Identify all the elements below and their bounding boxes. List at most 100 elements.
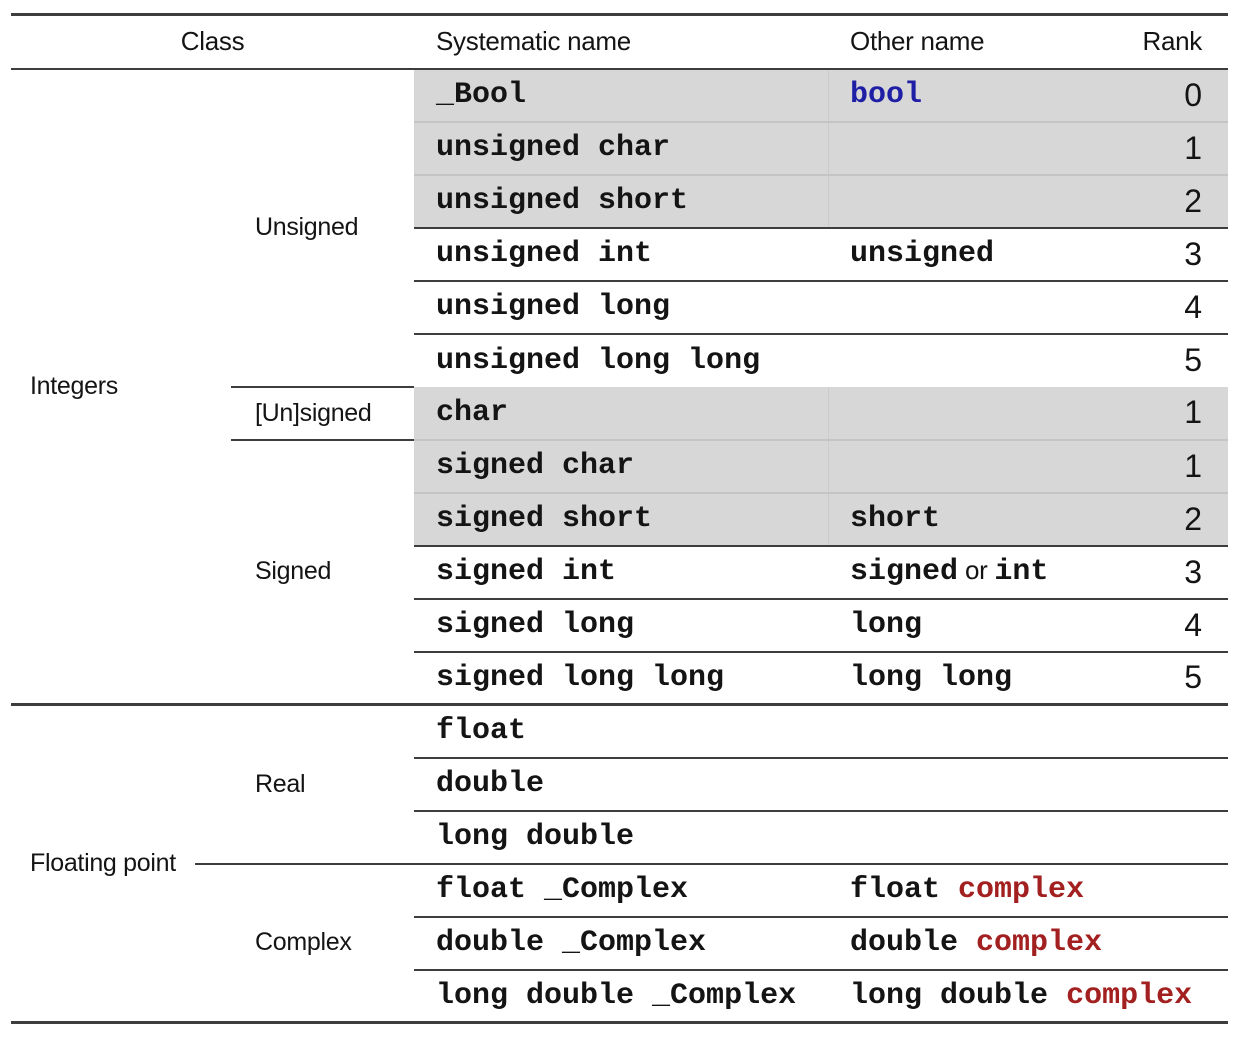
systematic-name-cell: long double bbox=[414, 810, 830, 865]
rank-cell: 3 bbox=[1099, 545, 1229, 600]
other-name-cell: short bbox=[829, 492, 1100, 547]
c-standard-types-table: Class Systematic name Other name Rank In… bbox=[11, 13, 1229, 1024]
table-row: unsigned long long 5 bbox=[11, 334, 1228, 387]
other-name-cell bbox=[829, 121, 1100, 176]
table-row: unsigned int unsigned 3 bbox=[11, 227, 1229, 282]
systematic-name-cell: double bbox=[414, 757, 830, 812]
rank-cell: 1 bbox=[1099, 439, 1229, 494]
header-row: Class Systematic name Other name Rank bbox=[11, 14, 1229, 70]
rank-cell: 4 bbox=[1099, 280, 1229, 335]
table-row: unsigned long 4 bbox=[11, 280, 1229, 335]
subclass-cell: Unsigned bbox=[231, 68, 415, 388]
other-name-cell bbox=[829, 439, 1100, 494]
other-name-cell: double complex bbox=[829, 916, 1103, 971]
other-name-cell bbox=[829, 386, 1100, 441]
code-token: complex bbox=[1066, 978, 1193, 1013]
rank-cell bbox=[1099, 863, 1229, 918]
code-token: bool bbox=[850, 78, 923, 112]
systematic-name-cell: double _Complex bbox=[414, 916, 830, 971]
systematic-name-cell: long double _Complex bbox=[436, 978, 797, 1013]
table-row: signed long long long long 5 bbox=[11, 651, 1229, 706]
table-row: signed short short 2 bbox=[11, 492, 1229, 547]
systematic-name-cell: float bbox=[414, 704, 830, 759]
column-header-other-name: Other name bbox=[829, 14, 1100, 70]
other-name-cell: signed or int bbox=[829, 545, 1100, 600]
subclass-cell: [Un]signed bbox=[231, 385, 415, 441]
rank-cell: 3 bbox=[1099, 227, 1229, 282]
systematic-name-cell: unsigned char bbox=[414, 121, 830, 176]
column-header-systematic-name: Systematic name bbox=[414, 14, 830, 70]
systematic-name-cell: unsigned int bbox=[414, 227, 830, 282]
table-row: signed long long 4 bbox=[11, 598, 1229, 653]
systematic-name-cell: char bbox=[414, 386, 830, 441]
table-row: unsigned short 2 bbox=[11, 174, 1229, 229]
c-types-table-wrap: Class Systematic name Other name Rank In… bbox=[11, 13, 1229, 1024]
class-group-cell: Floating point bbox=[11, 705, 231, 1023]
other-name-cell: long bbox=[829, 598, 1100, 653]
table-row: double bbox=[11, 757, 1229, 812]
code-token: complex bbox=[958, 873, 1085, 907]
rank-cell: 0 bbox=[1099, 68, 1229, 123]
code-token: signed bbox=[850, 555, 959, 589]
code-token: long long bbox=[850, 660, 1013, 695]
systematic-name-cell: signed long long bbox=[414, 651, 830, 706]
column-header-class: Class bbox=[11, 14, 415, 70]
rank-cell: 5 bbox=[1184, 342, 1203, 378]
code-token: short bbox=[850, 502, 941, 536]
code-token: long double bbox=[850, 978, 1067, 1013]
subclass-cell: Real bbox=[231, 704, 415, 865]
systematic-name-cell: float _Complex bbox=[414, 863, 830, 918]
subclass-cell: Signed bbox=[231, 439, 415, 706]
other-name-cell bbox=[829, 174, 1100, 229]
other-name-cell bbox=[829, 810, 1100, 865]
other-name-cell bbox=[829, 280, 1100, 335]
code-token: double bbox=[850, 926, 977, 960]
rank-cell: 1 bbox=[1099, 386, 1229, 441]
code-token: complex bbox=[976, 926, 1103, 960]
rank-cell bbox=[1099, 704, 1229, 759]
other-name-cell: bool bbox=[829, 68, 1100, 123]
code-token: int bbox=[994, 555, 1049, 589]
other-name-cell bbox=[829, 704, 1100, 759]
systematic-name-cell: unsigned long bbox=[414, 280, 830, 335]
table-row: unsigned char 1 bbox=[11, 121, 1229, 176]
code-token: unsigned bbox=[850, 237, 995, 271]
code-token: long bbox=[850, 608, 923, 642]
rank-cell: 1 bbox=[1099, 121, 1229, 176]
other-name-cell: float complex bbox=[829, 863, 1100, 918]
table-row: long double _Complex long double complex bbox=[11, 970, 1228, 1023]
rank-cell: 2 bbox=[1099, 492, 1229, 547]
table-row: long double bbox=[11, 810, 1229, 865]
plain-token: or bbox=[958, 555, 995, 585]
other-name-cell bbox=[829, 334, 1099, 387]
rank-cell bbox=[1099, 916, 1229, 971]
column-header-rank: Rank bbox=[1099, 14, 1229, 70]
systematic-name-cell: signed long bbox=[414, 598, 830, 653]
systematic-name-cell: unsigned short bbox=[414, 174, 830, 229]
other-name-cell: long long bbox=[829, 651, 1100, 706]
class-group-cell: Integers bbox=[11, 68, 231, 706]
rank-cell bbox=[1099, 757, 1229, 812]
other-name-cell: long double complex bbox=[829, 970, 1192, 1023]
other-name-cell bbox=[829, 757, 1100, 812]
rank-cell: 4 bbox=[1099, 598, 1229, 653]
systematic-name-cell: signed short bbox=[414, 492, 830, 547]
systematic-name-cell: unsigned long long bbox=[436, 343, 761, 378]
rank-cell bbox=[1099, 810, 1229, 865]
systematic-name-cell: signed int bbox=[414, 545, 830, 600]
rank-cell: 5 bbox=[1099, 651, 1229, 706]
rank-cell: 2 bbox=[1099, 174, 1229, 229]
systematic-name-cell: _Bool bbox=[414, 68, 830, 123]
systematic-name-cell: signed char bbox=[414, 439, 830, 494]
other-name-cell: unsigned bbox=[829, 227, 1100, 282]
code-token: float bbox=[850, 873, 959, 907]
subclass-cell: Complex bbox=[255, 928, 352, 957]
